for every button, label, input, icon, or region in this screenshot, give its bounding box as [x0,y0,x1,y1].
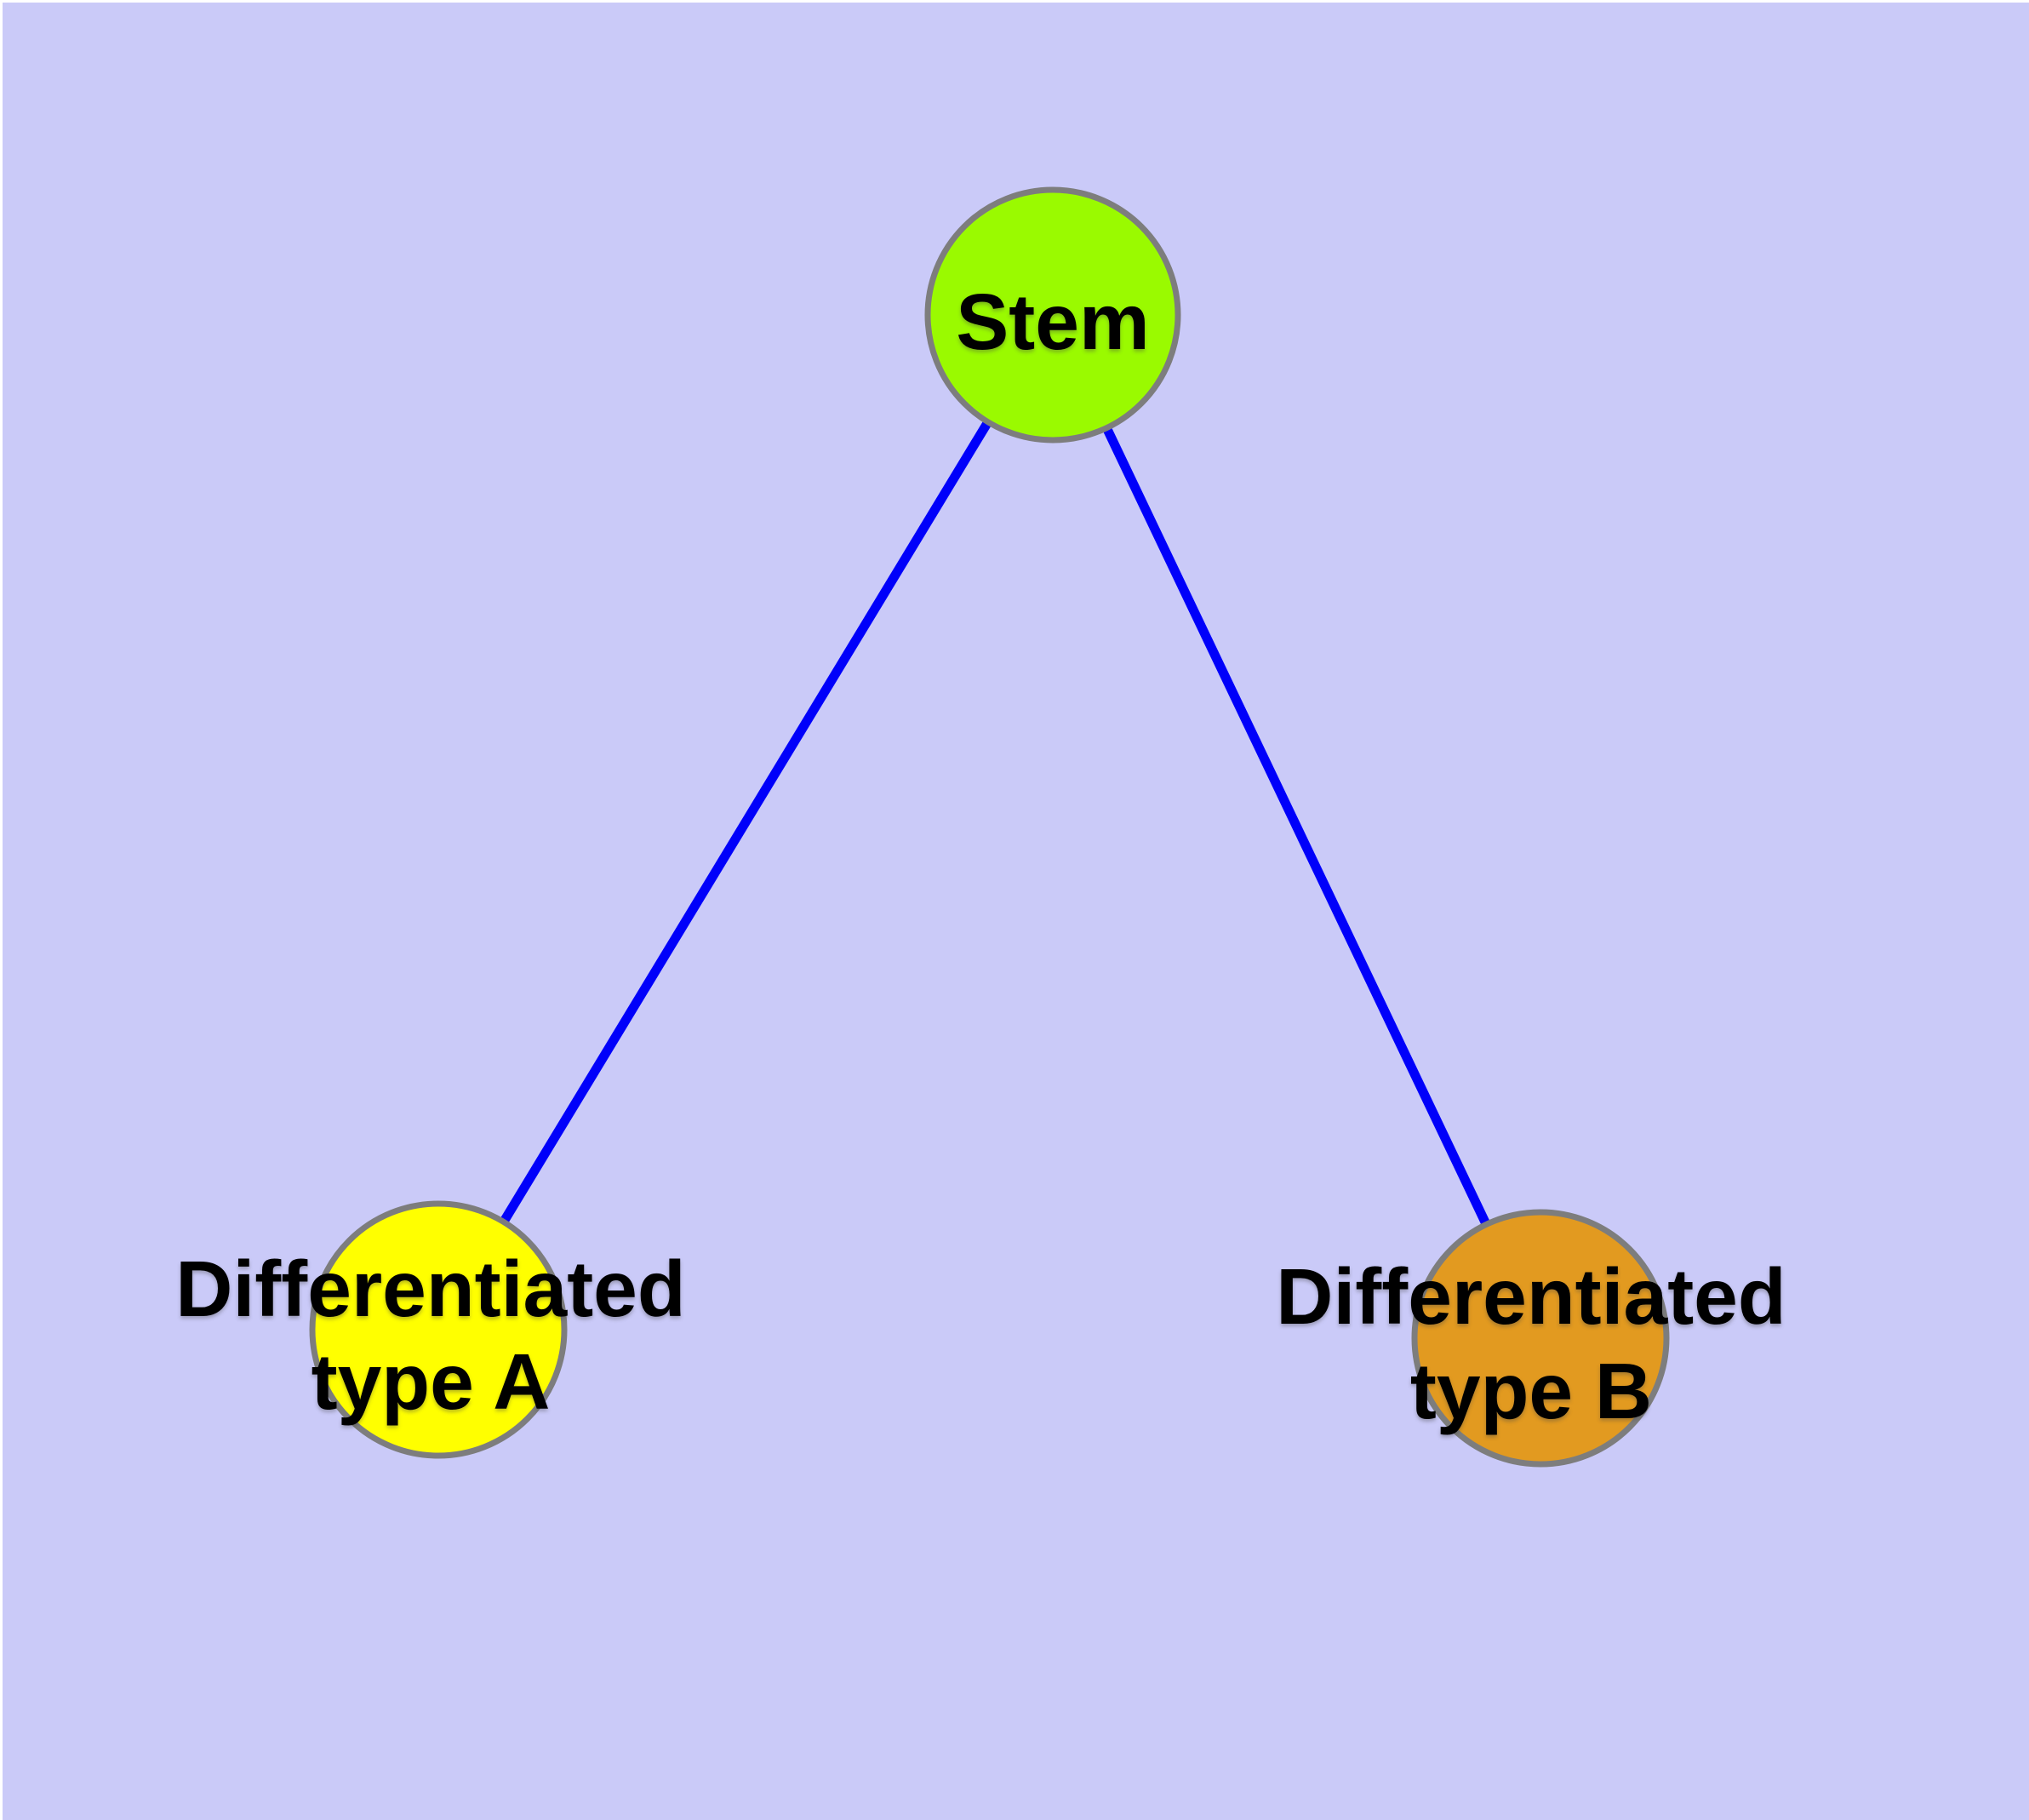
node-type-b-label-line1: Differentiated [1276,1252,1786,1341]
node-type-a-label-line2: type A [311,1337,551,1426]
node-differentiated-type-a [309,1200,568,1459]
node-stem [924,186,1181,444]
node-type-b-label-line2: type B [1410,1347,1652,1435]
node-type-a-label-line1: Differentiated [175,1245,685,1333]
edge-stem-to-type-a [434,312,1057,1332]
diagram-canvas: Stem Differentiated type A Differentiate… [3,3,2029,1820]
graph-svg: Stem Differentiated type A Differentiate… [3,3,2029,1820]
node-stem-label: Stem [956,278,1149,366]
node-differentiated-type-b [1411,1209,1670,1468]
edge-stem-to-type-b [1049,312,1545,1341]
